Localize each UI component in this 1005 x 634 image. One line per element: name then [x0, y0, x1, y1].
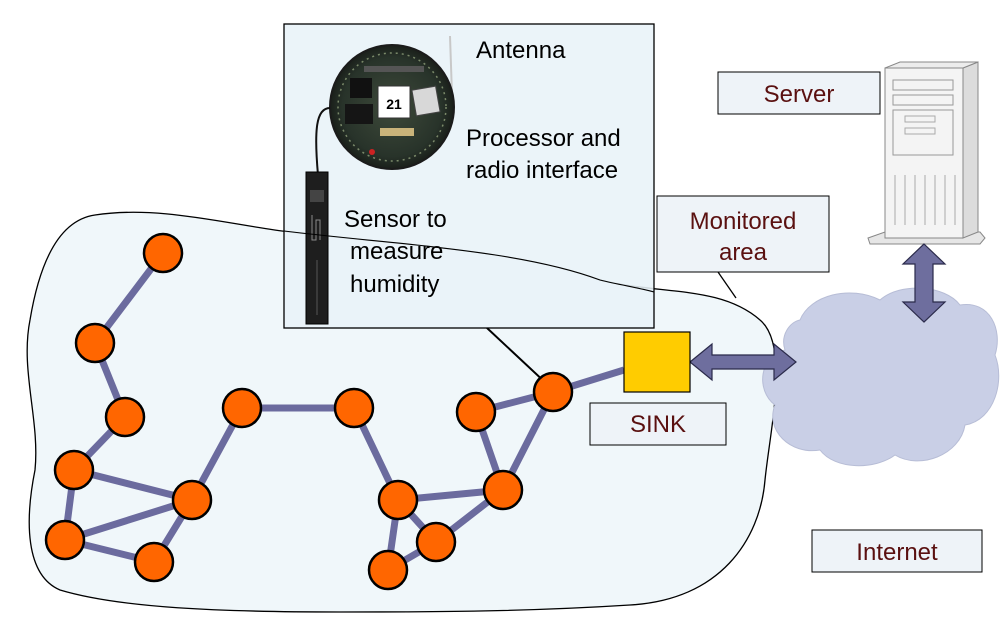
server-cloud-arrow — [901, 243, 947, 323]
sensor-node — [171, 479, 213, 521]
processor-label-line1: Processor and — [466, 125, 621, 152]
sensor-node — [415, 521, 457, 563]
internet-cloud — [762, 287, 1000, 467]
sensor-node — [333, 387, 375, 429]
server-label: Server — [764, 81, 835, 108]
sensor-nodes — [44, 232, 574, 591]
network-link — [61, 496, 196, 544]
sink-cloud-arrow — [689, 342, 797, 382]
humidity-sensor-icon — [305, 171, 329, 325]
sensor-node — [221, 387, 263, 429]
monitored-area-label-line2: area — [719, 239, 768, 266]
sensor-node — [74, 322, 116, 364]
sensor-node — [532, 371, 574, 413]
callout-leader-line — [486, 327, 549, 386]
sensor-node — [133, 541, 175, 583]
server-label-box — [717, 71, 881, 115]
monitored-area-outline-overlay — [283, 230, 655, 293]
sensor-node — [142, 232, 184, 274]
circuit-board-icon: 21 — [329, 35, 455, 170]
sensor-node — [53, 449, 95, 491]
chip-number: 21 — [386, 96, 402, 112]
sensor-node — [482, 469, 524, 511]
sink-node — [623, 331, 691, 393]
internet-label: Internet — [856, 539, 938, 566]
network-link — [70, 466, 196, 504]
server-icon — [867, 61, 986, 245]
sink-label-box — [589, 402, 727, 446]
sensor-node — [44, 519, 86, 561]
antenna-label: Antenna — [476, 37, 566, 64]
monitored-area-label-line1: Monitored — [690, 208, 797, 235]
sensor-label-line1: Sensor to — [344, 206, 447, 233]
internet-label-box — [811, 529, 983, 573]
sensor-node — [377, 479, 419, 521]
sensor-node — [104, 396, 146, 438]
sink-label: SINK — [630, 411, 686, 438]
sensor-node — [367, 549, 409, 591]
processor-label-line2: radio interface — [466, 157, 618, 184]
sensor-label-line3: humidity — [350, 271, 439, 298]
sensor-label-line2: measure — [350, 238, 443, 265]
sensor-node — [455, 391, 497, 433]
monitored-area-label-box — [656, 195, 830, 273]
